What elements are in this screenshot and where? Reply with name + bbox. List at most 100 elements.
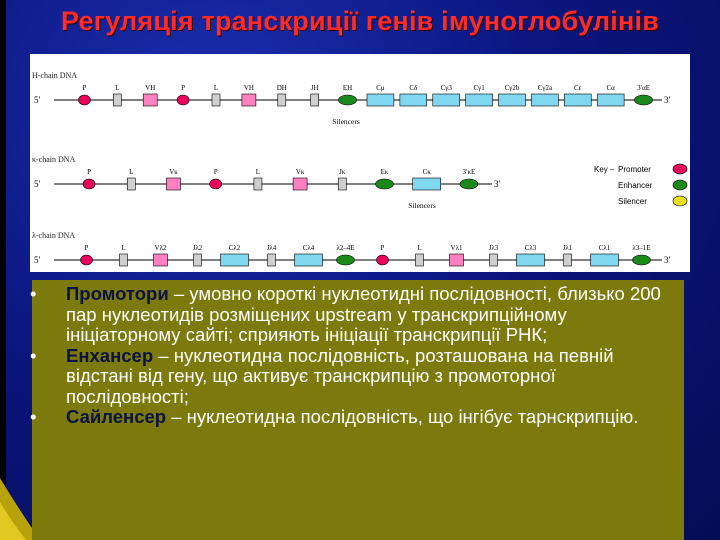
segment-label: P xyxy=(214,168,218,176)
key-item-label: Silencer xyxy=(618,197,647,206)
five-prime-label: 5′ xyxy=(34,255,41,265)
gene-segment xyxy=(267,253,276,267)
gene-segment xyxy=(563,253,572,267)
gene-segment xyxy=(596,93,625,107)
three-prime-label: 3′ xyxy=(664,95,671,105)
promoter-mark xyxy=(209,178,222,190)
segment-label: P xyxy=(381,244,385,252)
definitions-list: • Промотори – умовно короткі нуклеотидні… xyxy=(30,283,684,428)
bullet-dot-icon: • xyxy=(30,406,37,427)
term-promoter: Промотори xyxy=(66,283,169,304)
segment-label: DH xyxy=(277,84,287,92)
segment-label: Cγ3 xyxy=(441,84,453,92)
gene-segment xyxy=(220,253,249,267)
key-title: Key – xyxy=(594,165,615,174)
bullet-promoter: • Промотори – умовно короткі нуклеотидні… xyxy=(30,283,684,346)
promoter-mark xyxy=(176,94,190,106)
segment-label: Jλ2 xyxy=(193,244,203,252)
segment-label: JH xyxy=(311,84,319,92)
enhancer-mark xyxy=(459,178,479,190)
term-silencer: Сайленсер xyxy=(66,406,167,427)
segment-label: Vκ xyxy=(296,168,305,176)
silencer-label: Silencers xyxy=(408,201,436,210)
gene-segment xyxy=(449,253,464,267)
segment-label: Jλ4 xyxy=(267,244,277,252)
decorative-swoosh xyxy=(0,478,40,540)
bullet-dot-icon: • xyxy=(30,344,37,366)
segment-label: Cγ1 xyxy=(473,84,485,92)
segment-label: Jκ xyxy=(339,168,346,176)
segment-label: L xyxy=(129,168,133,176)
segment-label: Cλ3 xyxy=(525,244,537,252)
promoter-mark xyxy=(78,94,91,106)
gene-segment xyxy=(113,93,122,107)
gene-segment xyxy=(310,93,319,107)
segment-label: P xyxy=(87,168,91,176)
gene-segment xyxy=(294,253,323,267)
segment-label: 3′κE xyxy=(462,168,475,176)
segment-label: Cλ1 xyxy=(599,244,611,252)
gene-segment xyxy=(337,177,347,191)
bullet-silencer: • Сайленсер – нуклеотидна послідовність,… xyxy=(30,406,684,428)
segment-label: Cγ2b xyxy=(505,84,520,92)
key-swatch xyxy=(672,163,688,175)
gene-segment xyxy=(412,177,442,191)
row-label: H-chain DNA xyxy=(32,71,77,80)
left-edge-bar xyxy=(0,0,6,540)
definitions-box: • Промотори – умовно короткі нуклеотидні… xyxy=(30,280,684,540)
enhancer-mark xyxy=(634,94,653,106)
segment-label: Eκ xyxy=(381,168,389,176)
segment-label: Vλ2 xyxy=(155,244,167,252)
definition-silencer: – нуклеотидна послідовність, що інгібує … xyxy=(166,406,639,427)
gene-segment xyxy=(366,93,395,107)
five-prime-label: 5′ xyxy=(34,95,41,105)
segment-label: Cγ2a xyxy=(538,84,553,92)
segment-label: Jλ1 xyxy=(563,244,573,252)
gene-segment xyxy=(193,253,202,267)
key-item-label: Enhancer xyxy=(618,181,653,190)
promoter-mark xyxy=(82,178,96,190)
promoter-mark xyxy=(80,254,93,266)
bullet-enhancer: • Енхансер – нуклеотидна послідовність, … xyxy=(30,344,684,408)
segment-label: λ3–1E xyxy=(632,244,650,252)
segment-label: P xyxy=(181,84,185,92)
gene-segment xyxy=(432,93,460,107)
row-label: λ-chain DNA xyxy=(32,231,75,240)
enhancer-mark xyxy=(632,254,651,266)
gene-segment xyxy=(211,93,221,107)
segment-label: P xyxy=(85,244,89,252)
three-prime-label: 3′ xyxy=(664,255,671,265)
segment-label: Cδ xyxy=(409,84,418,92)
segment-label: Vκ xyxy=(169,168,178,176)
definition-enhancer: – нуклеотидна послідовність, розташована… xyxy=(66,344,614,407)
segment-label: λ2–4E xyxy=(336,244,354,252)
enhancer-mark xyxy=(336,254,355,266)
segment-label: Cε xyxy=(574,84,582,92)
gene-segment xyxy=(277,93,287,107)
silencer-label: Silencers xyxy=(332,117,360,126)
five-prime-label: 5′ xyxy=(34,179,41,189)
gene-segment xyxy=(415,253,424,267)
segment-label: 3′αE xyxy=(637,84,650,92)
gene-segment xyxy=(153,253,168,267)
segment-label: L xyxy=(256,168,260,176)
enhancer-mark xyxy=(375,178,394,190)
gene-segment xyxy=(166,177,181,191)
three-prime-label: 3′ xyxy=(494,179,501,189)
gene-segment xyxy=(489,253,498,267)
segment-label: EH xyxy=(343,84,352,92)
segment-label: L xyxy=(417,244,421,252)
promoter-mark xyxy=(376,254,389,266)
gene-segment xyxy=(516,253,545,267)
gene-segment xyxy=(498,93,526,107)
key-swatch xyxy=(672,179,688,191)
segment-label: Cλ2 xyxy=(229,244,241,252)
segment-label: Cλ4 xyxy=(303,244,315,252)
bullet-dot-icon: • xyxy=(30,283,37,304)
gene-segment xyxy=(590,253,619,267)
key-item-label: Promoter xyxy=(618,165,651,174)
enhancer-mark xyxy=(338,94,357,106)
gene-segment xyxy=(292,177,308,191)
segment-label: L xyxy=(214,84,218,92)
